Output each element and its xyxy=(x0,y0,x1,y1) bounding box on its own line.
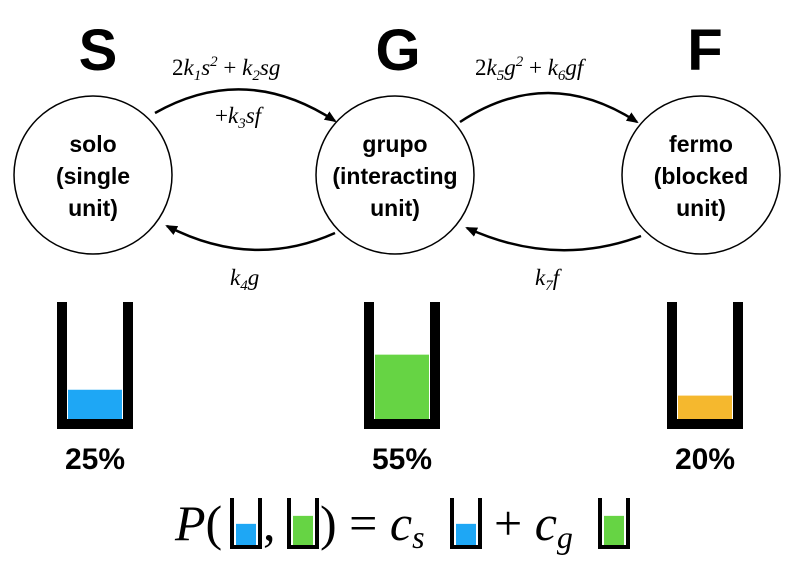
mini-cup-grupo-rhs xyxy=(598,498,630,549)
state-circle-grupo xyxy=(315,95,475,255)
state-desc-fermo-2: unit) xyxy=(676,195,726,221)
container-fill-grupo xyxy=(375,354,429,419)
container-outline-solo xyxy=(57,302,133,429)
state-circle-fermo xyxy=(621,95,781,255)
state-name-fermo: fermo xyxy=(669,131,733,157)
equation-rhs-2: + cg xyxy=(494,495,573,555)
percent-fermo: 20% xyxy=(675,443,735,476)
container-outline-fermo xyxy=(667,302,743,429)
state-letter-s: S xyxy=(79,18,118,83)
mini-cup-fill-grupo-rhs xyxy=(604,515,624,545)
arrow-solo-to-grupo xyxy=(154,88,337,123)
container-fill-fermo xyxy=(678,395,732,419)
container-fermo xyxy=(667,302,743,429)
percent-grupo: 55% xyxy=(372,443,432,476)
container-outline-grupo xyxy=(364,302,440,429)
container-fill-solo xyxy=(68,389,122,419)
mini-cup-fill-grupo xyxy=(293,515,313,545)
rate-fermo-to-grupo: k7f xyxy=(535,265,563,294)
arrow-grupo-to-solo xyxy=(165,224,336,252)
state-desc-grupo-1: (interacting xyxy=(332,163,457,189)
mini-cup-fill-solo xyxy=(236,523,256,545)
state-circle-solo xyxy=(13,95,173,255)
state-name-solo: solo xyxy=(69,131,116,157)
state-desc-grupo-2: unit) xyxy=(370,195,420,221)
rate-solo-to-grupo-line1: 2k1s2 + k2sg xyxy=(172,54,280,84)
equation-lhs-p: P( xyxy=(174,495,222,551)
state-letter-g: G xyxy=(375,18,420,83)
rate-grupo-to-fermo: 2k5g2 + k6gf xyxy=(475,54,587,84)
arrow-fermo-to-grupo xyxy=(465,226,642,252)
state-name-grupo: grupo xyxy=(362,131,427,157)
rate-grupo-to-solo: k4g xyxy=(230,265,259,294)
state-desc-solo-1: (single xyxy=(56,163,130,189)
arrow-grupo-to-fermo xyxy=(459,91,639,124)
state-desc-solo-2: unit) xyxy=(68,195,118,221)
mini-cup-fill-solo-rhs xyxy=(456,523,476,545)
mini-cup-solo xyxy=(230,498,262,549)
container-solo xyxy=(57,302,133,429)
mini-cup-solo-rhs xyxy=(450,498,482,549)
equation-comma: , xyxy=(263,495,276,551)
rate-solo-to-grupo-line2: +k3sf xyxy=(215,103,265,132)
state-desc-fermo-1: (blocked xyxy=(654,163,749,189)
state-letter-f: F xyxy=(687,18,722,83)
equation-rhs-1: ) = cs xyxy=(320,495,425,555)
percent-solo: 25% xyxy=(65,443,125,476)
container-grupo xyxy=(364,302,440,429)
mini-cup-grupo xyxy=(287,498,319,549)
probability-equation: P( , ) = cs + cg xyxy=(174,495,630,555)
